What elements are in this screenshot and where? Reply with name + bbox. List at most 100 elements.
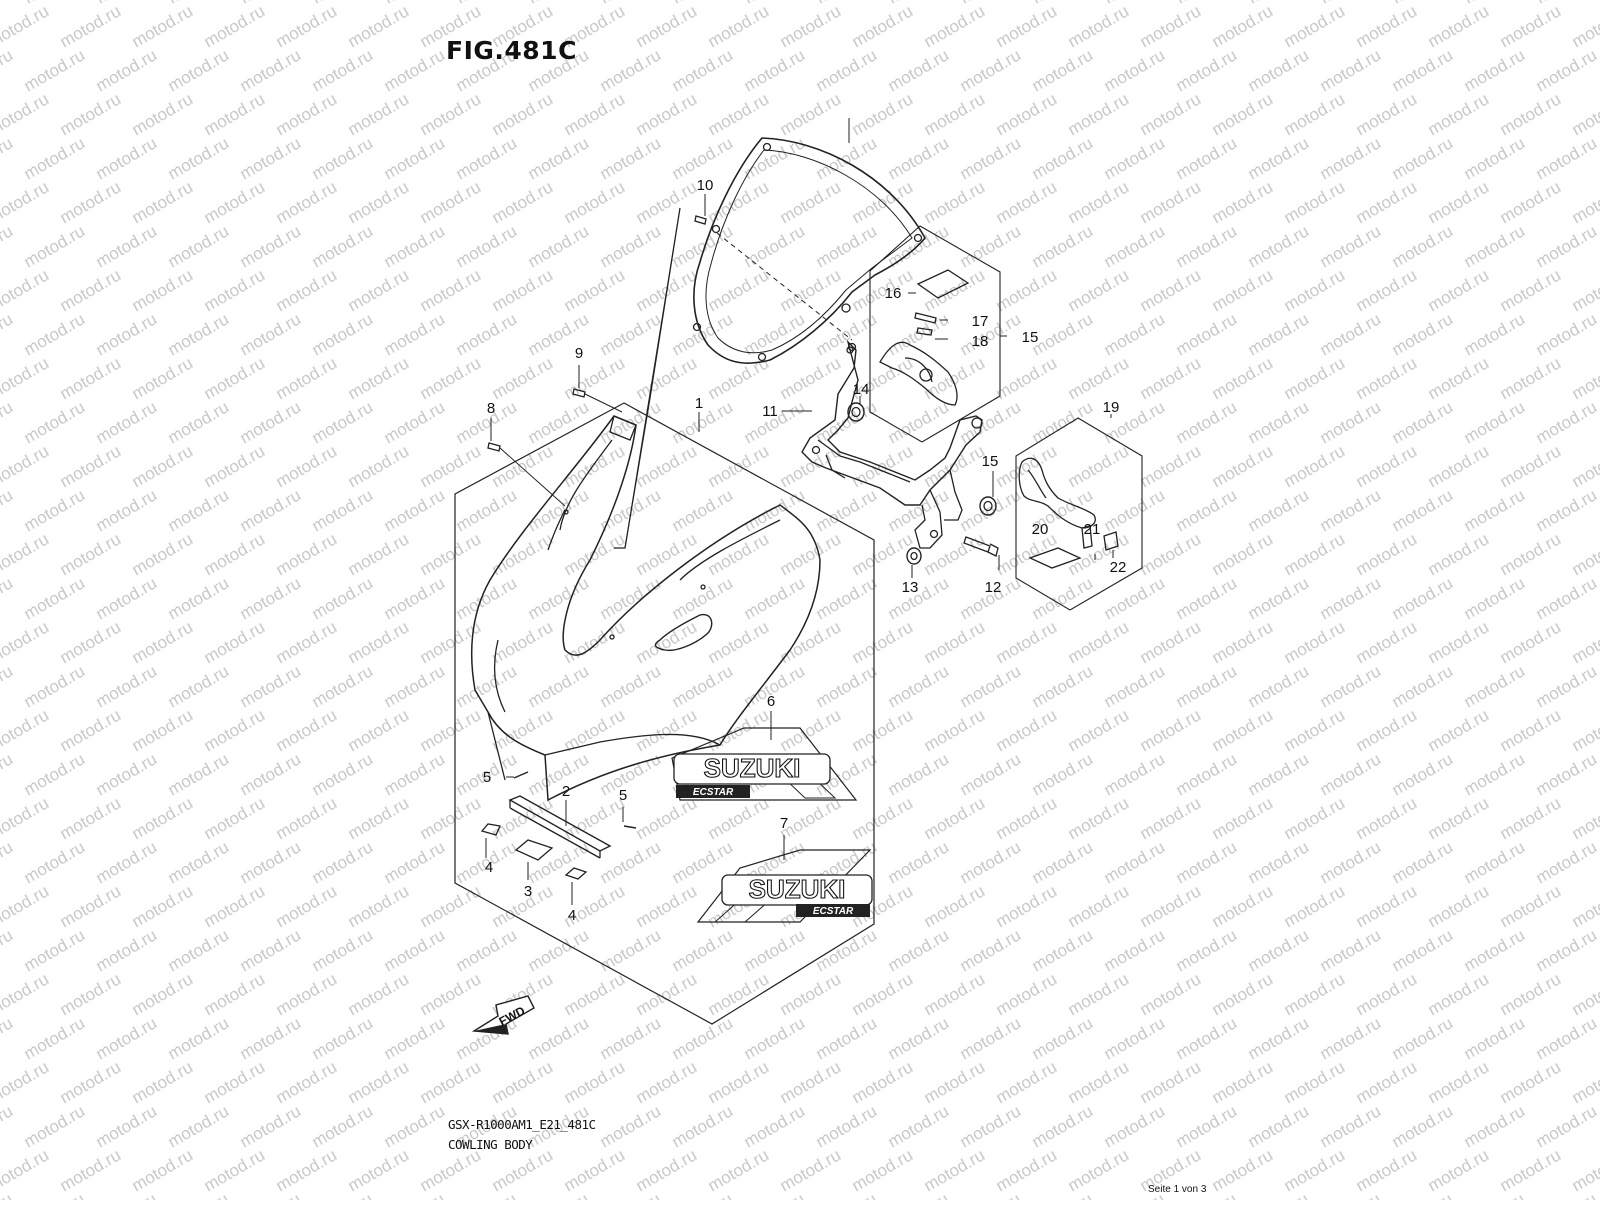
watermark-text: motod.ru [309, 749, 377, 799]
watermark-text: motod.ru [129, 1145, 197, 1195]
watermark-text: motod.ru [1461, 485, 1529, 535]
watermark-text: motod.ru [165, 1101, 233, 1151]
watermark-text: motod.ru [921, 969, 989, 1019]
watermark-text: motod.ru [57, 441, 125, 491]
watermark-text: motod.ru [237, 221, 305, 271]
watermark-text: motod.ru [1137, 969, 1205, 1019]
watermark-text: motod.ru [561, 969, 629, 1019]
watermark-text: motod.ru [201, 1145, 269, 1195]
watermark-text: motod.ru [1065, 1145, 1133, 1195]
watermark-text: motod.ru [669, 1013, 737, 1063]
watermark-text: motod.ru [1353, 353, 1421, 403]
watermark-text: motod.ru [0, 793, 52, 843]
watermark-text: motod.ru [525, 485, 593, 535]
watermark-text: motod.ru [1353, 705, 1421, 755]
watermark-text: motod.ru [525, 573, 593, 623]
watermark-text: motod.ru [1281, 793, 1349, 843]
watermark-text: motod.ru [237, 661, 305, 711]
watermark-text: motod.ru [129, 881, 197, 931]
watermark-text: motod.ru [849, 89, 917, 139]
callout-17: 17 [972, 313, 989, 330]
watermark-text: motod.ru [993, 793, 1061, 843]
watermark-text: motod.ru [633, 353, 701, 403]
watermark-text: motod.ru [381, 133, 449, 183]
watermark-text: motod.ru [1497, 705, 1565, 755]
watermark-text: motod.ru [237, 45, 305, 95]
watermark-text: motod.ru [525, 133, 593, 183]
watermark-text: motod.ru [921, 89, 989, 139]
watermark-text: motod.ru [1389, 1189, 1457, 1200]
watermark-text: motod.ru [1569, 1145, 1600, 1195]
watermark-text: motod.ru [165, 661, 233, 711]
watermark-text: motod.ru [1173, 573, 1241, 623]
watermark-text: motod.ru [1317, 1189, 1385, 1200]
watermark-text: motod.ru [237, 133, 305, 183]
watermark-text: motod.ru [597, 925, 665, 975]
watermark-text: motod.ru [921, 529, 989, 579]
watermark-text: motod.ru [1101, 45, 1169, 95]
watermark-text: motod.ru [1533, 133, 1600, 183]
watermark-text: motod.ru [1533, 1101, 1600, 1151]
watermark-text: motod.ru [1353, 1057, 1421, 1107]
watermark-text: motod.ru [1317, 309, 1385, 359]
watermark-text: motod.ru [1497, 441, 1565, 491]
watermark-text: motod.ru [1101, 661, 1169, 711]
watermark-text: motod.ru [1461, 1101, 1529, 1151]
watermark-text: motod.ru [309, 397, 377, 447]
watermark-text: motod.ru [1245, 1101, 1313, 1151]
watermark-text: motod.ru [0, 353, 52, 403]
watermark-text: motod.ru [0, 1101, 16, 1151]
watermark-text: motod.ru [849, 705, 917, 755]
watermark-text: motod.ru [1101, 749, 1169, 799]
watermark-text: motod.ru [417, 793, 485, 843]
watermark-text: motod.ru [669, 661, 737, 711]
watermark-text: motod.ru [1317, 133, 1385, 183]
watermark-text: motod.ru [525, 661, 593, 711]
watermark-text: motod.ru [237, 1101, 305, 1151]
watermark-text: motod.ru [885, 661, 953, 711]
watermark-text: motod.ru [633, 705, 701, 755]
watermark-text: motod.ru [57, 969, 125, 1019]
watermark-text: motod.ru [813, 925, 881, 975]
watermark-text: motod.ru [1497, 529, 1565, 579]
callout-15: 15 [982, 453, 999, 470]
watermark-text: motod.ru [1389, 309, 1457, 359]
watermark-text: motod.ru [21, 1189, 89, 1200]
watermark-text: motod.ru [741, 485, 809, 535]
watermark-text: motod.ru [1461, 661, 1529, 711]
watermark-text: motod.ru [0, 573, 16, 623]
watermark-text: motod.ru [1137, 1057, 1205, 1107]
watermark-text: motod.ru [0, 529, 52, 579]
watermark-text: motod.ru [1533, 749, 1600, 799]
watermark-text: motod.ru [381, 485, 449, 535]
watermark-text: motod.ru [1317, 45, 1385, 95]
watermark-text: motod.ru [1137, 265, 1205, 315]
watermark-text: motod.ru [525, 749, 593, 799]
watermark-text: motod.ru [957, 45, 1025, 95]
watermark-text: motod.ru [993, 265, 1061, 315]
watermark-text: motod.ru [993, 89, 1061, 139]
decal-6-sub: ECSTAR [693, 787, 734, 798]
watermark-text: motod.ru [165, 133, 233, 183]
watermark-text: motod.ru [309, 0, 377, 7]
watermark-text: motod.ru [0, 617, 52, 667]
watermark-text: motod.ru [489, 1057, 557, 1107]
watermark-text: motod.ru [957, 749, 1025, 799]
watermark-text: motod.ru [1065, 617, 1133, 667]
watermark-text: motod.ru [0, 837, 16, 887]
watermark-text: motod.ru [1281, 89, 1349, 139]
watermark-text: motod.ru [1497, 1057, 1565, 1107]
watermark-text: motod.ru [885, 837, 953, 887]
watermark-text: motod.ru [1065, 177, 1133, 227]
watermark-text: motod.ru [0, 397, 16, 447]
watermark-text: motod.ru [1533, 221, 1600, 271]
watermark-text: motod.ru [705, 1, 773, 51]
watermark-text: motod.ru [1353, 1, 1421, 51]
watermark-text: motod.ru [165, 925, 233, 975]
watermark-text: motod.ru [1065, 1057, 1133, 1107]
watermark-text: motod.ru [165, 309, 233, 359]
watermark-text: motod.ru [921, 1145, 989, 1195]
watermark-text: motod.ru [849, 793, 917, 843]
callout-21: 21 [1084, 521, 1101, 538]
watermark-text: motod.ru [561, 1145, 629, 1195]
